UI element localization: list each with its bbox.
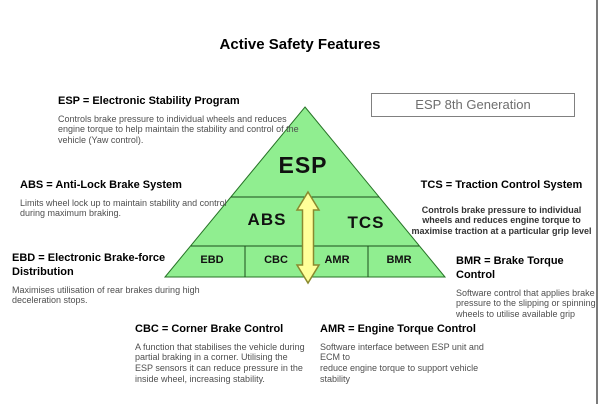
esp-generation-label: ESP 8th Generation [415, 97, 531, 112]
note-abs: ABS = Anti-Lock Brake System Limits whee… [20, 179, 250, 219]
note-abs-heading: ABS = Anti-Lock Brake System [20, 179, 182, 191]
note-esp: ESP = Electronic Stability Program Contr… [58, 95, 308, 146]
note-bmr: BMR = Brake Torque Control Software cont… [456, 255, 598, 319]
pyramid-label-esp: ESP [278, 152, 328, 178]
pyramid-label-ebd: EBD [200, 254, 224, 266]
note-cbc-heading: CBC = Corner Brake Control [135, 323, 284, 335]
note-ebd-description: Maximises utilisation of rear brakes dur… [12, 284, 200, 306]
note-tcs-heading: TCS = Traction Control System [420, 179, 583, 191]
note-amr-description: Software interface between ESP unit and … [320, 341, 484, 384]
note-ebd: EBD = Electronic Brake-force Distributio… [12, 252, 212, 306]
pyramid-label-cbc: CBC [264, 254, 288, 266]
note-amr: AMR = Engine Torque Control Software int… [320, 323, 505, 384]
note-esp-description: Controls brake pressure to individual wh… [58, 113, 299, 145]
note-tcs-description: Controls brake pressure to individual wh… [411, 204, 592, 236]
note-cbc-description: A function that stabilises the vehicle d… [135, 341, 305, 384]
note-tcs: TCS = Traction Control System Controls b… [405, 179, 598, 237]
pyramid-label-abs: ABS [247, 210, 287, 229]
note-abs-description: Limits wheel lock up to maintain stabili… [20, 197, 227, 219]
note-amr-heading: AMR = Engine Torque Control [320, 323, 476, 335]
note-bmr-description: Software control that applies brake pres… [456, 287, 596, 319]
pyramid-label-bmr: BMR [386, 254, 412, 266]
double-arrow-icon [295, 190, 321, 285]
note-bmr-heading: BMR = Brake Torque Control [456, 255, 564, 281]
note-esp-heading: ESP = Electronic Stability Program [58, 95, 240, 107]
page-title: Active Safety Features [219, 36, 381, 53]
note-cbc: CBC = Corner Brake Control A function th… [135, 323, 320, 384]
note-ebd-heading: EBD = Electronic Brake-force Distributio… [12, 252, 166, 278]
pyramid-label-tcs: TCS [347, 213, 385, 232]
pyramid-label-amr: AMR [324, 254, 350, 266]
window-edge-line [596, 0, 598, 404]
esp-generation-box: ESP 8th Generation [371, 93, 575, 117]
